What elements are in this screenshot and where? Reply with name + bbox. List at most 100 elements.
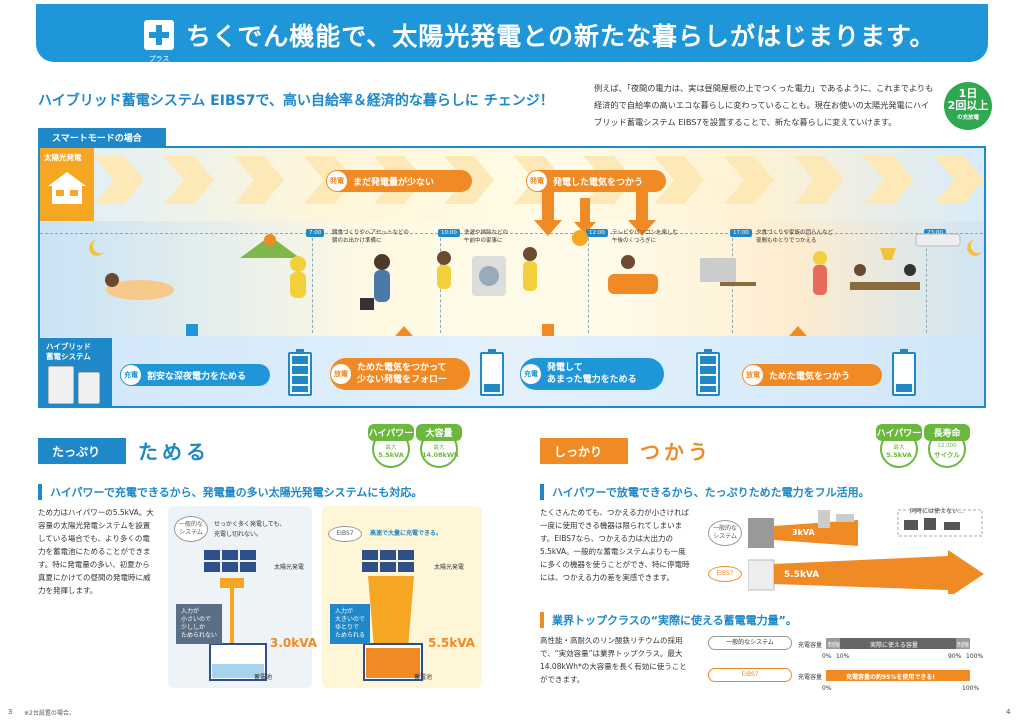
discharge-compare-diagram	[748, 509, 984, 594]
badge-sub: 12,000	[937, 443, 957, 449]
time-note: 夕食づくりや家族の団らんなど 夜間もゆとりでつかえる	[756, 230, 834, 244]
pill-text: ためた電気をつかって 少ない発電をフォロー	[357, 363, 448, 385]
hybrid-label-line2: 蓄電システム	[46, 352, 91, 361]
highpower-badge: ハイパワー 最大 5.5kVA	[368, 424, 414, 468]
battery-icon-full	[696, 349, 720, 396]
cap-row-label: 充電容量	[798, 674, 823, 681]
hybrid-unit-icon	[48, 366, 74, 404]
general-input-note: 入力が 小さいので 少ししか ためられない	[176, 604, 223, 644]
eibs7-kva: 5.5kVA	[428, 636, 475, 650]
pill-text: ためた電気をつかう	[769, 371, 851, 382]
general-charge-diagram	[204, 550, 267, 681]
pill-text: 発電して あまった電力をためる	[547, 363, 637, 385]
badge-title: ハイパワー	[876, 424, 922, 441]
badge-title: 長寿命	[924, 424, 970, 441]
lead-heading: ハイブリッド蓄電システム EIBS7で、高い自給率＆経済的な暮らしに チェンジ！	[38, 93, 554, 109]
moon-icon	[967, 240, 982, 256]
plus-icon: プラス	[144, 20, 174, 63]
smart-mode-scene: 太陽光発電 発電 まだ発電量が少ない 発電 発電した電気をつかう 7:00 朝食…	[38, 146, 986, 408]
general-system-msg: せっかく多く発電しても、 充電し切れない。	[214, 521, 286, 538]
cap-tick: 100%	[966, 653, 984, 660]
smart-mode-tab: スマートモードの場合	[38, 128, 166, 146]
page-number-right: 4	[1006, 708, 1011, 716]
cap-tick: 0%	[822, 685, 832, 692]
pill-tag: 充電	[121, 365, 141, 385]
hybrid-unit-icon	[78, 372, 100, 404]
lifestyle-illustration	[89, 230, 982, 310]
left-section-tab: たっぷり	[38, 438, 126, 464]
hybrid-label: ハイブリッド蓄電システム	[46, 342, 91, 362]
badge-value: サイクル	[934, 451, 960, 459]
eibs7-input-note: 入力が 大きいので ゆとりで ためられる	[330, 604, 371, 644]
right-general-kva: 3kVA	[792, 528, 815, 537]
pill-tag: 放電	[743, 365, 763, 385]
solar-down-arrows	[534, 192, 656, 236]
solar-pill-2: 発電 発電した電気をつかう	[526, 170, 666, 192]
badge-sub: 最大	[433, 445, 445, 451]
time-note: テレビやパソコンを楽しむ 午後のくつろぎに	[612, 230, 679, 244]
badge-sub: 最大	[385, 445, 397, 451]
right-section-title: つかう	[640, 440, 712, 464]
battery-pill-4: 放電 ためた電気をつかう	[742, 364, 882, 386]
time-label: 10:00	[438, 229, 460, 237]
badge-title: 大容量	[416, 424, 462, 441]
badge-line1: 1日	[958, 87, 978, 100]
cap-limit-right	[956, 638, 970, 649]
right-general-label: 一般的な システム	[708, 520, 742, 546]
pill-text: 発電した電気をつかう	[553, 177, 644, 188]
cap-general-label: 一般的なシステム	[708, 636, 792, 650]
hybrid-column: ハイブリッド蓄電システム	[40, 338, 112, 406]
page-number-left: 3	[8, 708, 13, 716]
time-note: 洗濯や掃除などの 午前中の家事に	[464, 230, 509, 244]
plus-label: プラス	[148, 55, 170, 63]
timeline-mark	[312, 233, 313, 333]
badge-value: 5.5kVA	[886, 451, 912, 459]
pill-tag: 発電	[527, 171, 547, 191]
timeline-mark	[588, 233, 589, 333]
badge-title: ハイパワー	[368, 424, 414, 441]
cap-seg-left: 制限	[828, 642, 841, 649]
pill-text: 割安な深夜電力をためる	[147, 371, 247, 382]
cap-tick: 10%	[836, 653, 850, 660]
right-eibs7-label: EIBS7	[708, 566, 742, 582]
cap-eibs7-label: EIBS7	[708, 668, 792, 682]
general-batt-label: 蓄電池	[254, 674, 273, 681]
timeline-mark	[926, 233, 927, 333]
cap-tick: 90%	[948, 653, 962, 660]
right-eibs7-kva: 5.5kVA	[784, 570, 820, 580]
solar-label: 太陽光発電	[44, 153, 82, 162]
battery-pill-1: 充電 割安な深夜電力をためる	[120, 364, 270, 386]
header-banner: プラス ちくでん機能で、太陽光発電との新たな暮らしがはじまります。	[36, 4, 988, 63]
cap-tick: 0%	[822, 653, 832, 660]
general-system-label: 一般的な システム	[174, 516, 208, 542]
pill-tag: 発電	[327, 171, 347, 191]
cap-eibs7-text: 充電容量の約95%を使用できる!	[846, 674, 935, 681]
capacity-badge: 大容量 最大 14.08kWh	[416, 424, 462, 468]
right-subheading: ハイパワーで放電できるから、たっぷりためた電力をフル活用。	[540, 484, 870, 500]
badge-line2: 2回以上	[947, 99, 989, 112]
eibs7-charge-diagram	[362, 550, 423, 681]
battery-icon-low	[480, 349, 504, 396]
time-label: 17:00	[730, 229, 752, 237]
left-section-title: ためる	[138, 440, 210, 464]
intro-text: 例えば、「夜間の電力は、実は昼間屋根の上でつくった電力」であるように、これまでよ…	[594, 83, 934, 127]
badge-value: 5.5kVA	[378, 451, 404, 459]
time-note: 朝食づくりやヘアセットなどの 朝のお出かけ準備に	[332, 230, 409, 244]
badge-value: 14.08kWh	[422, 451, 459, 459]
house-icon	[48, 172, 86, 204]
badge-line3: の充放電	[956, 115, 979, 121]
time-label: 7:00	[306, 229, 325, 237]
right-body: たくさんためても、つかえる力が小さければ一度に使用できる機器は限られてしまいます…	[540, 508, 690, 582]
time-chevrons	[94, 156, 984, 204]
eibs7-msg: 高速で大量に充電できる。	[370, 530, 442, 537]
cap-limit-left	[826, 638, 840, 649]
charge-cycle-badge: 1日 2回以上 の充放電	[944, 82, 992, 130]
unusable-note: 同時には使えない…	[910, 508, 965, 515]
moon-icon	[89, 240, 104, 256]
left-subheading: ハイパワーで充電できるから、発電量の多い太陽光発電システムにも対応。	[38, 484, 422, 500]
battery-pill-3: 充電 発電して あまった電力をためる	[520, 358, 664, 390]
right-section-tab: しっかり	[540, 438, 628, 464]
cap-row-label: 充電容量	[798, 642, 823, 649]
battery-icon-low	[892, 349, 916, 396]
footnote: ※2台設置の場合。	[24, 710, 75, 717]
